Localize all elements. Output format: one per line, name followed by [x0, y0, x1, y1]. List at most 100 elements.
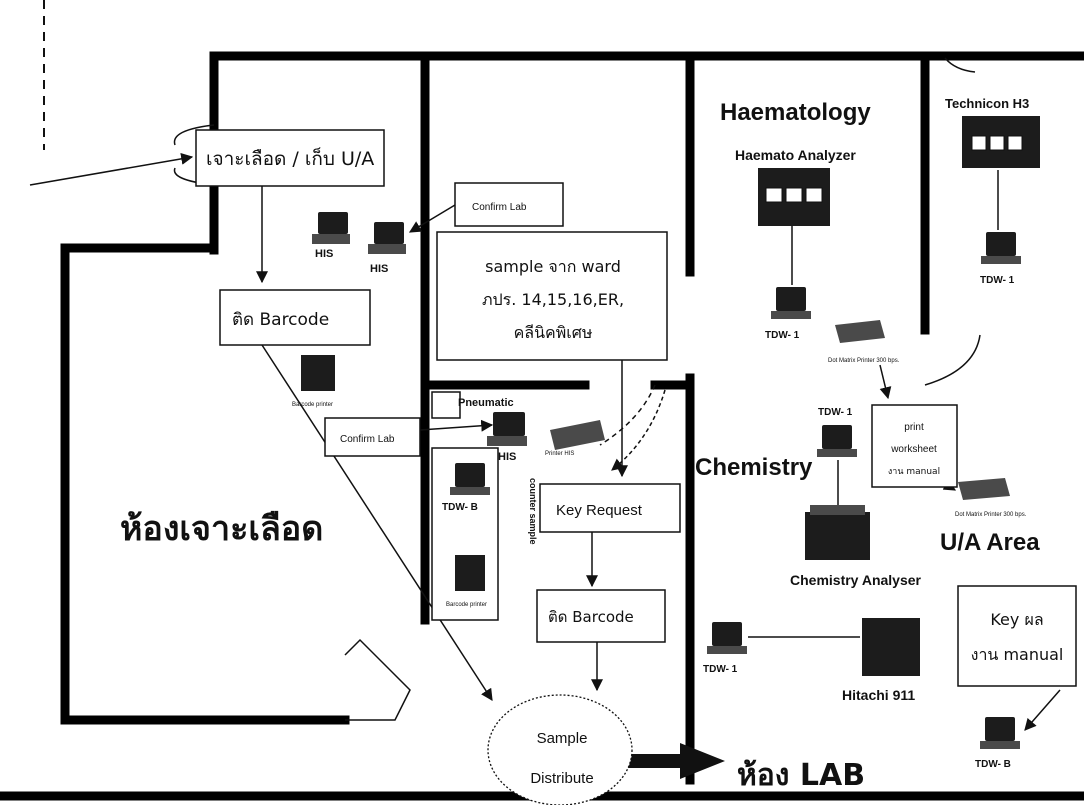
tdw-1-hitachi: TDW- 1	[703, 622, 747, 675]
sample-ward-box	[436, 231, 668, 361]
computer-icon	[493, 412, 525, 436]
barcode-printer-label-2: Barcode printer	[446, 602, 487, 608]
worksheet-line-2: worksheet	[890, 444, 937, 455]
analyzer-icon	[862, 618, 920, 676]
confirm-top-box	[454, 182, 564, 227]
sample-ward-line-2: ภปร. 14,15,16,ER,	[482, 290, 624, 309]
distribute-line-2: Distribute	[530, 770, 593, 787]
analyzer-top	[810, 505, 865, 515]
keyboard-icon	[450, 487, 490, 495]
box-sample-ward: sample จาก ward ภปร. 14,15,16,ER, คลีนิค…	[436, 231, 668, 361]
pneumatic-hatch	[431, 391, 461, 419]
dot-matrix-label-2: Dot Matrix Printer 300 bps.	[955, 512, 1027, 518]
printer-icon	[835, 320, 885, 343]
tdw-1-tech: TDW- 1	[980, 232, 1021, 286]
terminal-icon	[712, 622, 742, 646]
room-blood-collection: ห้องเจาะเลือด	[120, 509, 323, 549]
chemistry-analyser-device	[805, 505, 870, 560]
chemistry-analyser-label: Chemistry Analyser	[790, 572, 922, 588]
flow-lines	[29, 152, 1061, 731]
distribute-line-1: Sample	[537, 730, 588, 747]
doors	[43, 0, 981, 721]
dot-matrix-printer-2: Dot Matrix Printer 300 bps.	[955, 478, 1027, 518]
analyzer-window	[1007, 135, 1023, 151]
haemato-analyzer-device	[758, 168, 830, 226]
tdw-1-label-chem: TDW- 1	[818, 407, 853, 418]
analyzer-window	[805, 187, 823, 203]
box-key-result: Key ผล งาน manual	[957, 585, 1077, 687]
keyboard-icon	[312, 234, 350, 244]
barcode-right-label: ติด Barcode	[548, 608, 634, 626]
key-request-label: Key Request	[556, 502, 643, 519]
printer-his: Printer HIS	[545, 420, 605, 457]
key-result-box	[957, 585, 1077, 687]
technicon-device	[962, 116, 1040, 168]
keyboard-icon	[981, 256, 1021, 264]
keyboard-icon	[368, 244, 406, 254]
barcode-left-box	[219, 289, 371, 346]
big-arrow	[628, 743, 725, 779]
tdw-b-terminal-1: TDW- B	[442, 463, 490, 513]
worksheet-line-1: print	[904, 422, 924, 433]
tdw-1-label-hitachi: TDW- 1	[703, 664, 738, 675]
analyzer-window	[989, 135, 1005, 151]
door-arc-1	[173, 124, 215, 146]
tdw-1-label-haem: TDW- 1	[765, 330, 800, 341]
tdw-1-haem: TDW- 1	[765, 287, 811, 341]
box-barcode-left: ติด Barcode	[219, 289, 371, 346]
keyboard-icon	[487, 436, 527, 446]
technicon-label: Technicon H3	[945, 96, 1029, 111]
dot-matrix-label-1: Dot Matrix Printer 300 bps.	[828, 358, 900, 364]
collect-box	[195, 129, 385, 187]
distribute-ellipse	[487, 694, 633, 805]
room-haematology: Haematology	[720, 99, 871, 126]
hitachi-label: Hitachi 911	[842, 687, 915, 703]
barcode-printer-1: Barcode printer	[292, 355, 335, 408]
confirm-mid-box	[324, 417, 421, 457]
analyzer-window	[971, 135, 987, 151]
box-confirm-mid: Confirm Lab	[324, 417, 421, 457]
collect-label: เจาะเลือด / เก็บ U/A	[206, 146, 374, 170]
keyboard-icon	[817, 449, 857, 457]
sample-ward-line-1: sample จาก ward	[485, 257, 621, 276]
key-result-line-2: งาน manual	[971, 645, 1064, 664]
analyzer-icon	[805, 512, 870, 560]
barcode-right-box	[536, 589, 666, 643]
worksheet-line-3: งาน manual	[888, 467, 940, 477]
terminal-icon	[985, 717, 1015, 741]
counter-sample-label: counter sample	[528, 478, 538, 545]
door-arc-6	[924, 334, 981, 386]
arrow-confirm-top	[408, 204, 456, 233]
computer-icon	[318, 212, 348, 234]
printer-icon	[958, 478, 1010, 500]
his-computer-2: HIS	[368, 222, 406, 275]
terminal-icon	[986, 232, 1016, 256]
room-chemistry: Chemistry	[695, 454, 813, 481]
confirm-top-label: Confirm Lab	[472, 202, 527, 213]
keyboard-icon	[771, 311, 811, 319]
barcode-printer-2: Barcode printer	[446, 555, 487, 608]
printer-icon	[550, 420, 605, 450]
his-computer-1: HIS	[312, 212, 350, 260]
dot-matrix-printer-1: Dot Matrix Printer 300 bps.	[828, 320, 900, 364]
barcode-printer-label-1: Barcode printer	[292, 402, 333, 408]
confirm-mid-label: Confirm Lab	[340, 434, 395, 445]
box-key-request: Key Request	[539, 483, 681, 533]
room-lab: ห้อง LAB	[737, 758, 865, 793]
tdw-b-label-2: TDW- B	[975, 759, 1011, 770]
tdw-1-label-tech: TDW- 1	[980, 275, 1015, 286]
terminal-icon	[455, 463, 485, 487]
door-arc-5	[944, 57, 976, 73]
box-confirm-top: Confirm Lab	[454, 182, 564, 227]
his-label-2: HIS	[370, 263, 388, 275]
printer-icon	[455, 555, 485, 591]
big-arrow-shaft	[628, 754, 683, 768]
door-arc-4	[599, 384, 656, 446]
tdw-b-terminal-2: TDW- B	[975, 717, 1020, 770]
big-arrow-head	[680, 743, 725, 779]
distribute: Sample Distribute	[487, 694, 633, 805]
arrow-confirm-mid	[419, 419, 494, 432]
arrow-printer-to-worksheet	[879, 364, 892, 400]
room-ua-area: U/A Area	[940, 529, 1040, 556]
terminal-icon	[776, 287, 806, 311]
